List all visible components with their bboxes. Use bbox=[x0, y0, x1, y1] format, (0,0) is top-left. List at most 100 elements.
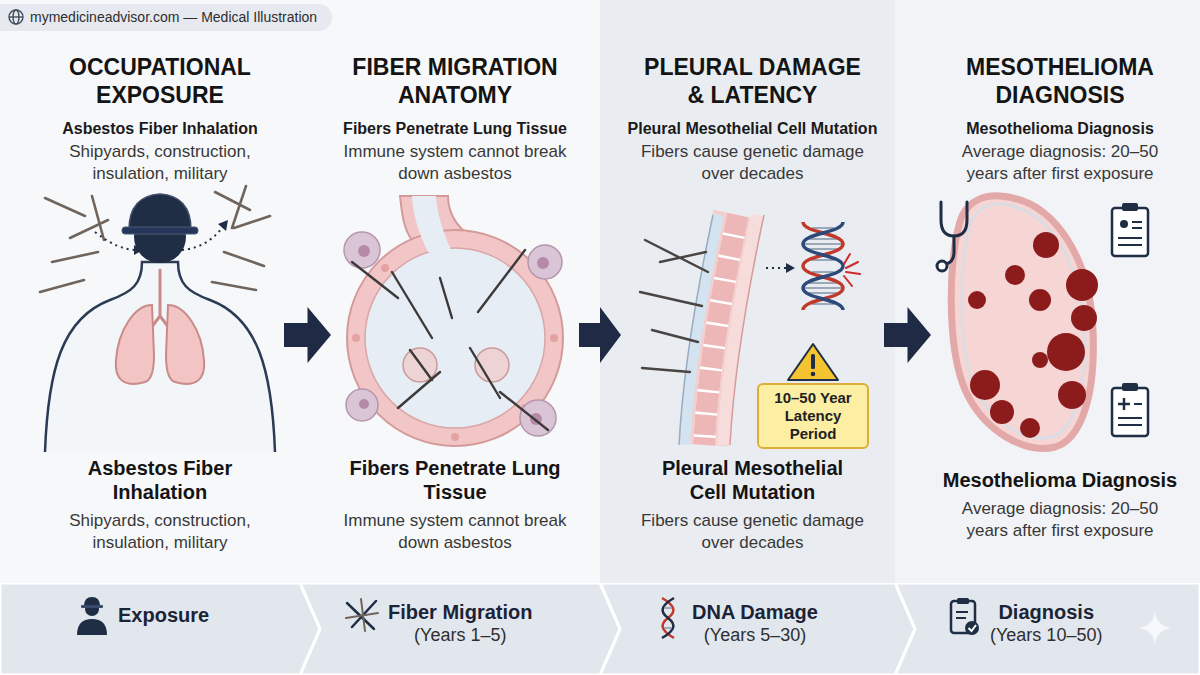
asbestos-fibers bbox=[40, 186, 270, 292]
exhale-head bbox=[218, 220, 228, 231]
pleura-inner-layer bbox=[723, 215, 757, 445]
tumor bbox=[1032, 352, 1048, 368]
macrophage bbox=[346, 389, 378, 421]
step-subtitle: Mesothelioma Diagnosis bbox=[935, 468, 1185, 492]
icon-clip bbox=[957, 598, 969, 604]
column-shade bbox=[600, 0, 895, 583]
timeline-bar bbox=[0, 583, 1200, 675]
body-outline bbox=[45, 262, 275, 452]
cell-dot bbox=[381, 264, 389, 272]
flow-arrow bbox=[579, 307, 621, 363]
step-panel: PLEURAL DAMAGE & LATENCYPleural Mesothel… bbox=[625, 53, 880, 565]
clipboard-lines bbox=[1118, 404, 1142, 425]
hard-hat bbox=[129, 194, 191, 230]
column-title: MESOTHELIOMA DIAGNOSIS bbox=[935, 53, 1185, 109]
page-ground bbox=[0, 0, 1200, 583]
step-years: (Years 10–50) bbox=[990, 624, 1102, 646]
airway-lumen bbox=[412, 196, 452, 252]
chevron-outline bbox=[300, 583, 620, 675]
damage-head bbox=[786, 263, 795, 273]
icon-body bbox=[77, 619, 107, 635]
tumor-masses bbox=[968, 232, 1098, 438]
macrophages bbox=[344, 232, 562, 436]
step-description: Immune system cannot break down asbestos bbox=[343, 141, 568, 185]
step-name: Exposure bbox=[118, 603, 209, 627]
clipboard-board bbox=[1112, 208, 1148, 256]
column-title: PLEURAL DAMAGE & LATENCY bbox=[638, 53, 868, 109]
icon-lines bbox=[956, 612, 968, 618]
macrophage bbox=[528, 245, 562, 279]
stethoscope-tubes bbox=[941, 202, 967, 236]
clipboard-check-icon bbox=[951, 598, 979, 635]
clipboard-lines bbox=[1118, 222, 1142, 245]
icon-check-badge bbox=[965, 621, 979, 635]
damage-path bbox=[766, 267, 788, 269]
step-description: Shipyards, construction, insulation, mil… bbox=[48, 510, 273, 554]
cell-dot bbox=[451, 433, 459, 441]
chevron-outline bbox=[0, 583, 320, 675]
warning-dot bbox=[811, 372, 816, 377]
timeline-step: Fiber Migration(Years 1–5) bbox=[300, 583, 620, 675]
asbestos-fibers bbox=[640, 240, 708, 372]
icon-strand bbox=[662, 598, 674, 638]
step-name: Fiber Migration bbox=[388, 600, 532, 624]
step-panel: OCCUPATIONAL EXPOSUREAsbestos Fiber Inha… bbox=[40, 53, 280, 565]
timeline-step: DNA Damage(Years 5–30) bbox=[600, 583, 915, 675]
clipboard-board bbox=[1112, 388, 1148, 436]
stethoscope-icon bbox=[937, 202, 967, 271]
macrophage bbox=[520, 400, 556, 436]
tumor bbox=[1020, 418, 1040, 438]
step-name: DNA Damage bbox=[692, 600, 818, 624]
icon-strand bbox=[662, 598, 674, 638]
step-label-group: Fiber Migration(Years 1–5) bbox=[388, 600, 532, 646]
step-description: Shipyards, construction, insulation, mil… bbox=[48, 141, 273, 185]
dna-strand bbox=[803, 222, 843, 310]
fiber-icon bbox=[346, 599, 378, 631]
dna-icon bbox=[662, 598, 674, 638]
step-subtitle: Asbestos Fiber Inhalation bbox=[40, 456, 280, 504]
icon-hat bbox=[84, 597, 100, 606]
stethoscope-cord bbox=[946, 236, 954, 264]
column-title: FIBER MIGRATION ANATOMY bbox=[335, 53, 575, 109]
globe-icon bbox=[9, 10, 23, 24]
worker-icon bbox=[77, 597, 107, 635]
tumor bbox=[970, 370, 1000, 400]
step-panel: FIBER MIGRATION ANATOMY Fibers Penetrate … bbox=[335, 53, 575, 565]
sparkle-mark bbox=[1139, 612, 1171, 644]
step-subtitle: Fibers Penetrate Lung Tissue bbox=[335, 456, 575, 504]
watermark: mymedicineadvisor.com — Medical Illustra… bbox=[30, 9, 317, 26]
macrophage-nucleus bbox=[358, 245, 370, 257]
flow-arrow bbox=[284, 307, 331, 363]
tumor bbox=[990, 400, 1014, 424]
chevron-shape bbox=[0, 583, 320, 675]
clipboard-icon bbox=[1112, 383, 1148, 436]
step-years: (Years 1–5) bbox=[388, 624, 532, 646]
flow-arrow bbox=[884, 307, 931, 363]
exhale-path bbox=[182, 228, 222, 250]
alveolus-wall bbox=[347, 230, 563, 446]
tumor bbox=[1005, 265, 1025, 285]
worker-illustration bbox=[40, 186, 275, 452]
globe-outline bbox=[9, 10, 23, 24]
tumor bbox=[1071, 305, 1097, 331]
callout-text: 10–50 Year Latency Period bbox=[763, 389, 863, 443]
step-description: Average diagnosis: 20–50 years after fir… bbox=[948, 141, 1173, 185]
step-panel: MESOTHELIOMA DIAGNOSIS Mesothelioma Diagn… bbox=[935, 53, 1185, 565]
tumor bbox=[1047, 333, 1085, 371]
tumor bbox=[1066, 269, 1098, 301]
tumor-illustration bbox=[937, 196, 1148, 448]
alveolus-space bbox=[365, 248, 545, 428]
lung-left bbox=[116, 305, 154, 384]
macrophage bbox=[344, 232, 380, 268]
tumor bbox=[1029, 289, 1051, 311]
icon-rungs bbox=[664, 608, 672, 628]
step-description: Average diagnosis: 20–50 years after fir… bbox=[948, 498, 1173, 542]
timeline-step: Exposure bbox=[0, 583, 320, 675]
icon-brim bbox=[81, 605, 103, 608]
warning-triangle bbox=[788, 344, 838, 380]
cell-dot bbox=[550, 334, 558, 342]
clipboard-figure bbox=[1120, 220, 1128, 228]
clipboard-clip bbox=[1122, 203, 1138, 211]
macrophage-nucleus bbox=[537, 257, 549, 269]
